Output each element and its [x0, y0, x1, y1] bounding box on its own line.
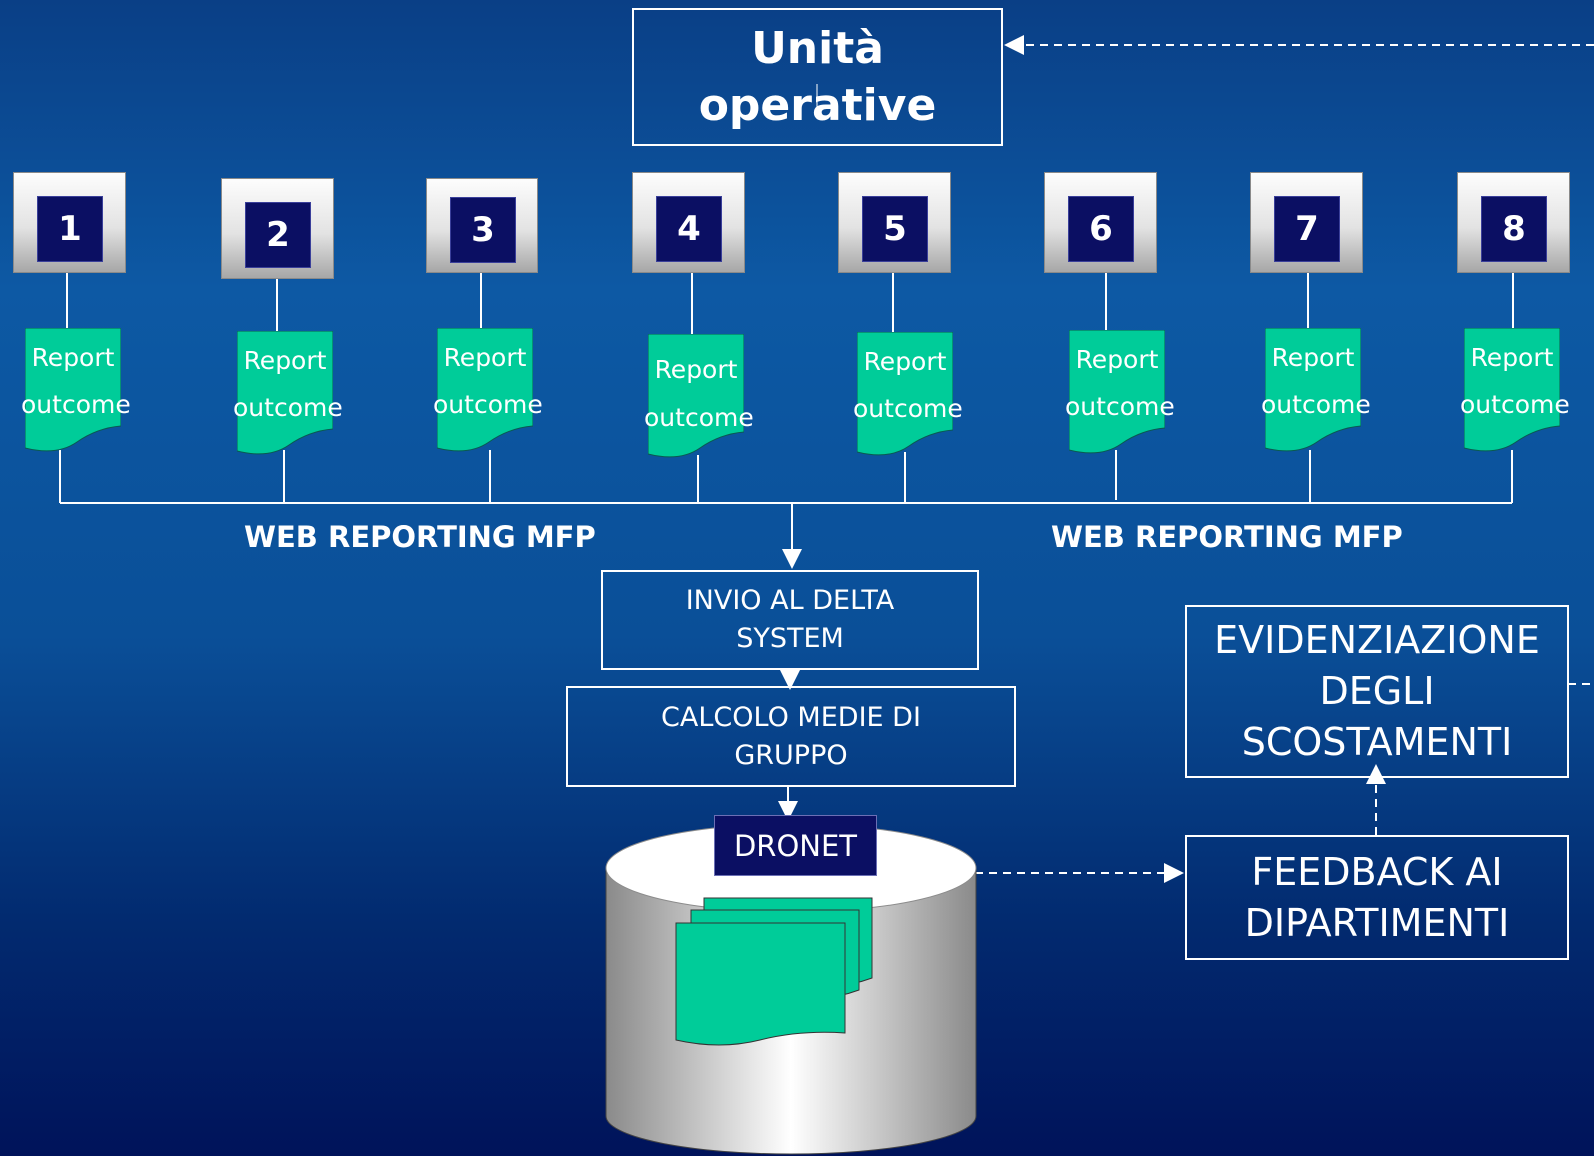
report-label-3: Report [443, 343, 527, 372]
calcolo-medie-text: CALCOLO MEDIE DI GRUPPO [661, 701, 921, 771]
unit-number-5: 5 [862, 196, 928, 262]
report-sublabel-3: outcome [433, 390, 543, 419]
unit-number-1: 1 [37, 196, 103, 262]
report-label-6: Report [1075, 345, 1159, 374]
evidenziazione-text: EVIDENZIAZIONE DEGLI SCOSTAMENTI [1214, 618, 1540, 764]
unit-tile-7: 7 [1250, 172, 1363, 273]
report-label-4: Report [654, 355, 738, 384]
report-document-5: Report outcome [853, 332, 963, 460]
unit-tile-3: 3 [426, 178, 538, 273]
report-sublabel-6: outcome [1065, 392, 1175, 421]
unit-number-7: 7 [1274, 196, 1340, 262]
report-label-2: Report [243, 346, 327, 375]
invio-delta-system-text: INVIO AL DELTA SYSTEM [685, 585, 895, 654]
report-label-1: Report [31, 343, 115, 372]
unit-tile-1: 1 [13, 172, 126, 273]
report-document-2: Report outcome [233, 331, 343, 459]
unit-number-3: 3 [450, 197, 516, 263]
unit-number-6: 6 [1068, 196, 1134, 262]
web-reporting-label-right: WEB REPORTING MFP [1051, 520, 1403, 554]
report-label-8: Report [1470, 343, 1554, 372]
report-sublabel-8: outcome [1460, 390, 1570, 419]
evidenziazione-box: EVIDENZIAZIONE DEGLI SCOSTAMENTI [1185, 605, 1569, 778]
dronet-label: DRONET [714, 815, 877, 876]
report-sublabel-4: outcome [644, 403, 754, 432]
unit-tile-6: 6 [1044, 172, 1157, 273]
report-sublabel-5: outcome [853, 394, 963, 423]
units-box: Unità operative [632, 8, 1003, 146]
invio-delta-system-box: INVIO AL DELTA SYSTEM [601, 570, 979, 670]
calcolo-medie-box: CALCOLO MEDIE DI GRUPPO [566, 686, 1016, 787]
report-document-4: Report outcome [644, 334, 754, 462]
units-title: Unità operative [698, 23, 937, 131]
feedback-box: FEEDBACK AI DIPARTIMENTI [1185, 835, 1569, 960]
dronet-database-icon [605, 823, 977, 1155]
unit-number-4: 4 [656, 196, 722, 262]
report-document-3: Report outcome [433, 328, 543, 456]
unit-number-8: 8 [1481, 196, 1547, 262]
report-label-7: Report [1271, 343, 1355, 372]
unit-tile-4: 4 [632, 172, 745, 273]
unit-tile-5: 5 [838, 172, 951, 273]
report-sublabel-2: outcome [233, 393, 343, 422]
report-sublabel-7: outcome [1261, 390, 1371, 419]
report-document-1: Report outcome [21, 328, 131, 456]
unit-number-2: 2 [245, 202, 311, 268]
unit-tile-2: 2 [221, 178, 334, 279]
report-sublabel-1: outcome [21, 390, 131, 419]
feedback-text: FEEDBACK AI DIPARTIMENTI [1244, 849, 1510, 945]
report-label-5: Report [863, 347, 947, 376]
report-document-8: Report outcome [1460, 328, 1570, 456]
report-document-7: Report outcome [1261, 328, 1371, 456]
report-document-6: Report outcome [1065, 330, 1175, 458]
web-reporting-label-left: WEB REPORTING MFP [244, 520, 596, 554]
unit-tile-8: 8 [1457, 172, 1570, 273]
